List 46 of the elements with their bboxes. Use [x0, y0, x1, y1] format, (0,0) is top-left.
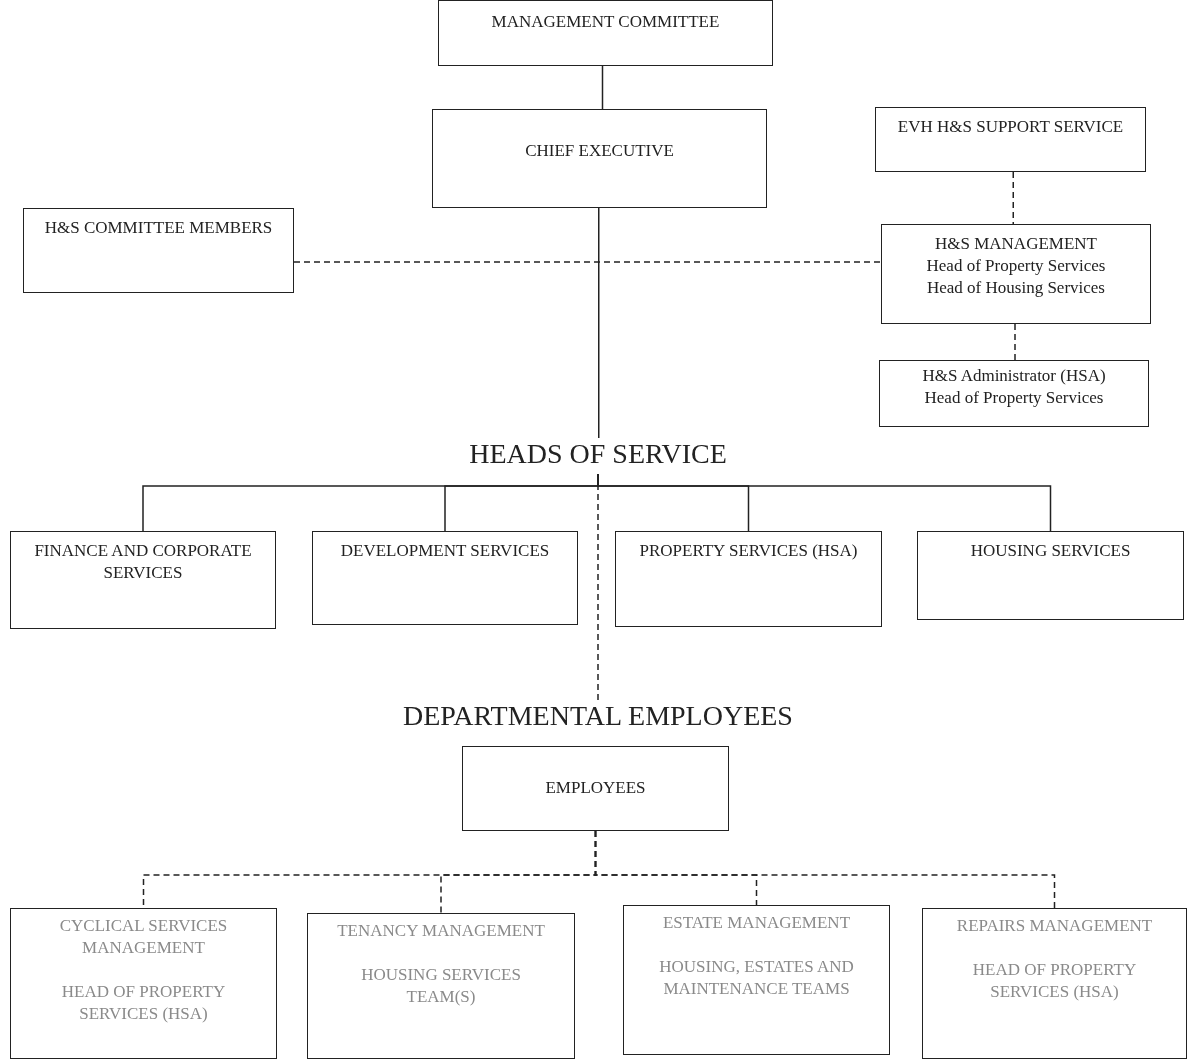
node-text: MANAGEMENT COMMITTEE: [490, 11, 721, 33]
department-box: [312, 531, 578, 625]
node-text: TENANCY MANAGEMENT: [336, 920, 546, 942]
node-text: CYCLICAL SERVICES MANAGEMENT: [58, 915, 229, 959]
connector-line: [1012, 171, 1014, 225]
node-text: CHIEF EXECUTIVE: [524, 140, 675, 162]
node-text: HOUSING SERVICES TEAM(S): [360, 964, 522, 1008]
team-box: [922, 908, 1187, 1059]
connector-line: [598, 207, 600, 439]
connector-line: [594, 830, 1056, 909]
node-text: EMPLOYEES: [544, 777, 647, 799]
administrator-box: [879, 360, 1149, 427]
connector-line: [293, 261, 882, 263]
node-text: EVH H&S SUPPORT SERVICE: [896, 116, 1125, 138]
node-text: HEAD OF PROPERTY SERVICES (HSA): [971, 959, 1138, 1003]
node-text: FINANCE AND CORPORATE SERVICES: [33, 540, 253, 584]
node-text: Head of Property Services: [923, 387, 1105, 409]
support-service-box: [875, 107, 1146, 172]
connector-line: [597, 473, 599, 701]
node-text: ESTATE MANAGEMENT: [661, 912, 851, 934]
node-text: H&S COMMITTEE MEMBERS: [43, 217, 274, 239]
node-text: PROPERTY SERVICES (HSA): [638, 540, 859, 562]
section-heading: HEADS OF SERVICE: [468, 438, 728, 470]
department-box: [615, 531, 882, 627]
connector-line: [1014, 323, 1016, 361]
executive-box: [432, 109, 767, 208]
employees-box: [462, 746, 729, 831]
management-box: [881, 224, 1151, 324]
node-text: HOUSING SERVICES: [969, 540, 1132, 562]
node-text: DEVELOPMENT SERVICES: [339, 540, 551, 562]
connector-line: [601, 65, 604, 110]
section-heading: DEPARTMENTAL EMPLOYEES: [402, 700, 794, 732]
node-text: HEAD OF PROPERTY SERVICES (HSA): [60, 981, 227, 1025]
team-box: [623, 905, 890, 1055]
node-text: REPAIRS MANAGEMENT: [955, 915, 1154, 937]
department-box: [917, 531, 1184, 620]
node-text: H&S MANAGEMENT: [934, 233, 1098, 255]
department-box: [10, 531, 276, 629]
node-text: Head of Property Services: [925, 255, 1107, 277]
team-box: [307, 913, 575, 1059]
node-text: HOUSING, ESTATES AND MAINTENANCE TEAMS: [658, 956, 855, 1000]
node-text: H&S Administrator (HSA): [921, 365, 1107, 387]
committee-members-box: [23, 208, 294, 293]
committee-box: [438, 0, 773, 66]
node-text: Head of Housing Services: [926, 277, 1106, 299]
team-box: [10, 908, 277, 1059]
